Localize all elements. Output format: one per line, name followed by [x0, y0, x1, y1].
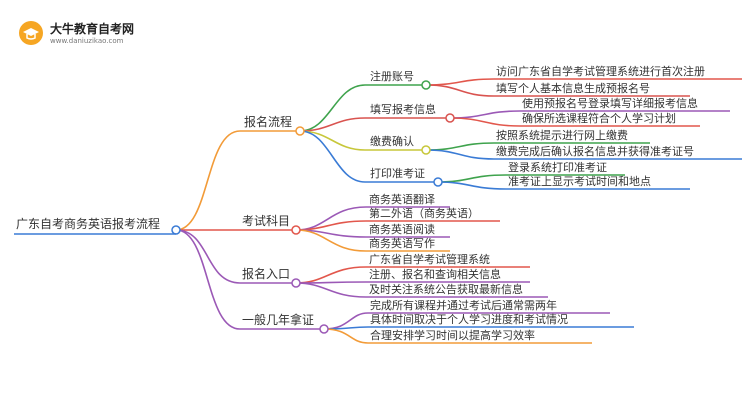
branch-exam-subjects: 考试科目 — [242, 213, 290, 228]
site-name: 大牛教育自考网 — [50, 22, 135, 36]
node-dots — [171, 80, 455, 334]
leaf-years: 完成所有课程并通过考试后通常需两年 — [370, 298, 557, 312]
leaf-subject: 商务英语翻译 — [369, 192, 435, 206]
edge-reg-step3 — [299, 130, 426, 151]
leaf: 按照系统提示进行网上缴费 — [496, 128, 628, 142]
step2-node-dot — [445, 113, 455, 123]
leaf-years: 具体时间取决于个人学习进度和考试情况 — [370, 312, 568, 326]
edge-root-reg — [175, 130, 300, 231]
leaf-entry: 广东省自学考试管理系统 — [369, 252, 490, 266]
site-logo: 大牛教育自考网 www.daniuzikao.com — [18, 18, 138, 50]
leaf: 确保所选课程符合个人学习计划 — [522, 111, 676, 125]
leaf-subject: 商务英语写作 — [369, 236, 435, 250]
leaf: 准考证上显示考试时间和地点 — [508, 175, 651, 188]
entry-node-dot — [291, 278, 301, 288]
branch-registration-entry: 报名入口 — [242, 266, 290, 281]
edge-reg-step1 — [299, 84, 426, 132]
leaf-years: 合理安排学习时间以提高学习效率 — [370, 328, 535, 342]
years-node-dot — [319, 324, 329, 334]
connectors — [175, 78, 742, 344]
edge-reg-step2 — [299, 117, 450, 132]
leaf: 登录系统打印准考证 — [508, 160, 607, 174]
graduation-cap-icon — [19, 21, 43, 45]
step3-node-dot — [421, 145, 431, 155]
site-url: www.daniuzikao.com — [50, 37, 124, 45]
root-title: 广东自考商务英语报考流程 — [16, 216, 160, 231]
edge-root-years — [175, 229, 324, 330]
step4-node-dot — [433, 177, 443, 187]
root-node-dot — [171, 225, 181, 235]
edge-root-entry — [175, 229, 296, 284]
leaf-subject: 商务英语阅读 — [369, 222, 435, 236]
leaf-entry: 注册、报名和查询相关信息 — [369, 267, 501, 281]
branch-years-to-certificate: 一般几年拿证 — [242, 312, 314, 327]
subjects-node-dot — [291, 225, 301, 235]
edge-reg-step4 — [299, 130, 438, 183]
step-payment: 缴费确认 — [370, 134, 414, 148]
step-print-ticket: 打印准考证 — [370, 166, 425, 180]
step-register-account: 注册账号 — [370, 69, 414, 83]
leaf-entry: 及时关注系统公告获取最新信息 — [369, 282, 523, 296]
leaf: 访问广东省自学考试管理系统进行首次注册 — [496, 64, 705, 78]
leaf: 使用预报名号登录填写详细报考信息 — [522, 96, 698, 110]
branch-registration-process: 报名流程 — [244, 114, 292, 129]
reg-node-dot — [295, 126, 305, 136]
step1-node-dot — [421, 80, 431, 90]
leaf: 缴费完成后确认报名信息并获得准考证号 — [496, 144, 694, 158]
leaf-subject: 第二外语（商务英语） — [369, 206, 479, 220]
leaf: 填写个人基本信息生成预报名号 — [496, 81, 650, 95]
step-fill-info: 填写报考信息 — [370, 102, 436, 116]
